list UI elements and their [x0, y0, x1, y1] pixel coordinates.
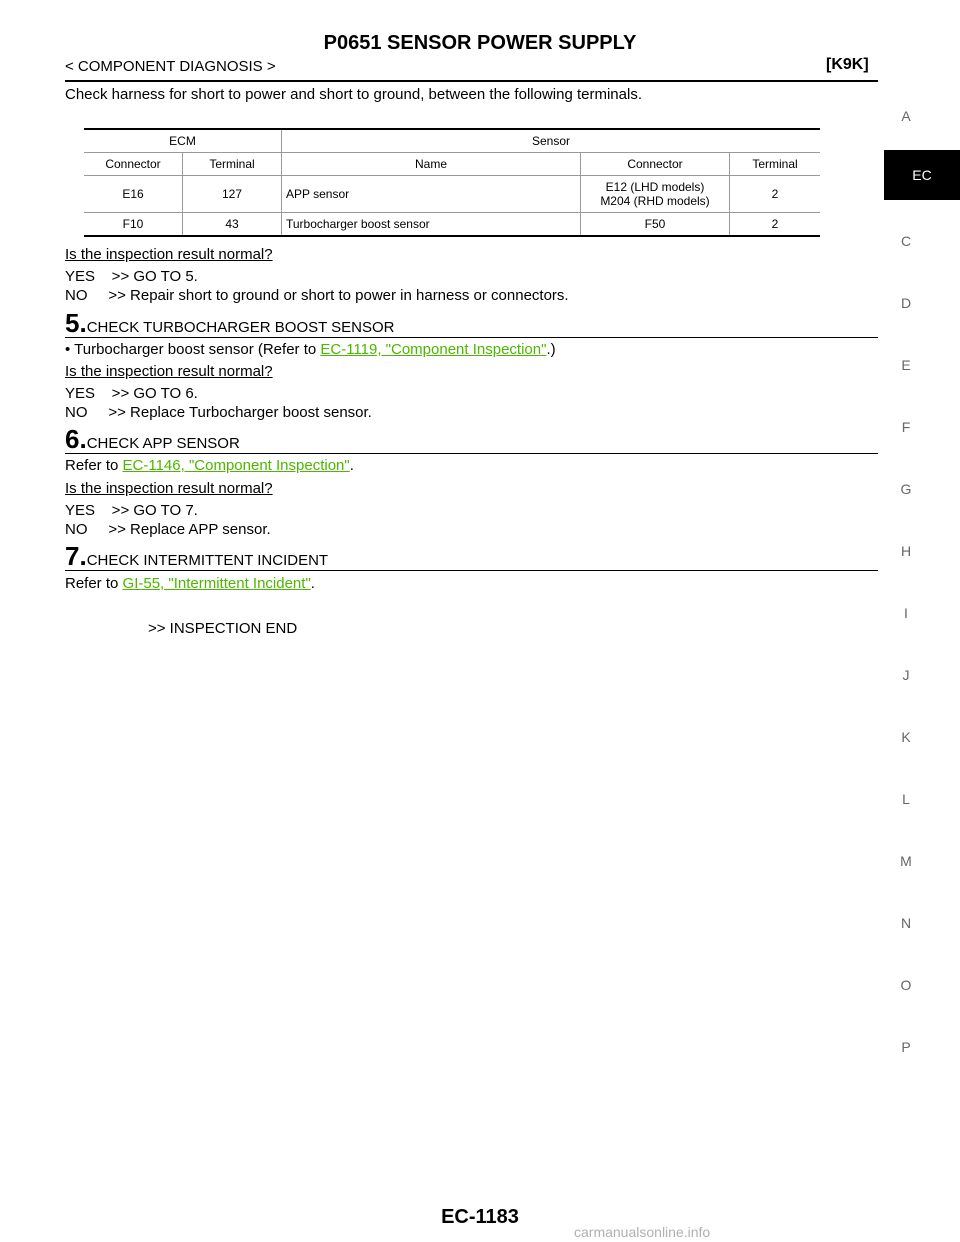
col-header: Terminal	[729, 152, 820, 176]
table-cell: F10	[84, 212, 183, 237]
step5-bullet-suffix: .)	[546, 341, 556, 358]
group-header-ecm: ECM	[84, 128, 282, 153]
step5-bullet: • Turbocharger boost sensor (Refer to EC…	[65, 341, 556, 358]
table-cell: E16	[84, 175, 183, 213]
intro-text: Check harness for short to power and sho…	[65, 86, 642, 103]
side-tab-f[interactable]: F	[901, 419, 911, 435]
page-number: EC-1183	[441, 1206, 519, 1228]
terminal-table: ECM Sensor Connector Terminal Name Conne…	[84, 128, 820, 237]
step5-yes: YES >> GO TO 6.	[65, 385, 198, 402]
step5-rule	[65, 337, 878, 338]
step6-number: 6.	[65, 424, 87, 454]
step4-question: Is the inspection result normal?	[65, 246, 273, 263]
step4-yes: YES >> GO TO 5.	[65, 268, 198, 285]
step7-reference-link[interactable]: GI-55, "Intermittent Incident"	[122, 575, 311, 592]
step7-heading: 7.CHECK INTERMITTENT INCIDENT	[65, 541, 328, 572]
col-header: Connector	[580, 152, 730, 176]
step7-prefix: Refer to	[65, 575, 123, 592]
side-tab-p[interactable]: P	[901, 1039, 911, 1055]
side-tab-e[interactable]: E	[901, 357, 911, 373]
step5-bullet-prefix: • Turbocharger boost sensor (Refer to	[65, 341, 321, 358]
step5-no: NO >> Replace Turbocharger boost sensor.	[65, 404, 372, 421]
step7-refer: Refer to GI-55, "Intermittent Incident".	[65, 575, 315, 592]
step6-rule	[65, 453, 878, 454]
step6-prefix: Refer to	[65, 457, 123, 474]
table-row: F10 43 Turbocharger boost sensor F50 2	[84, 212, 820, 237]
step6-title: CHECK APP SENSOR	[86, 435, 240, 452]
table-cell: E12 (LHD models) M204 (RHD models)	[580, 175, 730, 213]
step6-yes: YES >> GO TO 7.	[65, 502, 198, 519]
side-tab-d[interactable]: D	[900, 295, 912, 311]
col-header: Connector	[84, 152, 183, 176]
step7-number: 7.	[65, 541, 87, 571]
side-tab-h[interactable]: H	[900, 543, 912, 559]
step6-refer: Refer to EC-1146, "Component Inspection"…	[65, 457, 354, 474]
side-tab-k[interactable]: K	[901, 729, 911, 745]
side-tab-n[interactable]: N	[900, 915, 912, 931]
watermark: carmanualsonline.info	[574, 1224, 711, 1240]
model-code: [K9K]	[826, 56, 869, 73]
side-tab-l[interactable]: L	[902, 791, 910, 807]
step6-heading: 6.CHECK APP SENSOR	[65, 424, 240, 455]
step6-question: Is the inspection result normal?	[65, 480, 273, 497]
side-tab-ec-active[interactable]: EC	[884, 150, 960, 200]
section-label: < COMPONENT DIAGNOSIS >	[65, 58, 276, 75]
side-tab-j[interactable]: J	[902, 667, 910, 683]
side-tab-g[interactable]: G	[900, 481, 912, 497]
col-header: Name	[281, 152, 581, 176]
side-tab-m[interactable]: M	[900, 853, 912, 869]
side-tab-i[interactable]: I	[904, 605, 908, 621]
table-cell: F50	[580, 212, 730, 237]
step4-no: NO >> Repair short to ground or short to…	[65, 287, 569, 304]
side-tab-o[interactable]: O	[900, 977, 912, 993]
table-group-header-row: ECM Sensor	[84, 128, 820, 153]
step5-reference-link[interactable]: EC-1119, "Component Inspection"	[320, 341, 547, 358]
table-row: E16 127 APP sensor E12 (LHD models) M204…	[84, 175, 820, 213]
side-tab-c[interactable]: C	[900, 233, 912, 249]
group-header-sensor: Sensor	[281, 128, 820, 153]
step5-question: Is the inspection result normal?	[65, 363, 273, 380]
table-cell: 43	[182, 212, 282, 237]
step7-title: CHECK INTERMITTENT INCIDENT	[86, 552, 329, 569]
step5-number: 5.	[65, 308, 87, 338]
table-cell: 127	[182, 175, 282, 213]
table-cell: APP sensor	[281, 175, 581, 213]
side-tab-a[interactable]: A	[901, 108, 911, 124]
step5-title: CHECK TURBOCHARGER BOOST SENSOR	[86, 319, 395, 336]
step7-suffix: .	[310, 575, 315, 592]
table-cell: 2	[729, 212, 820, 237]
step6-no: NO >> Replace APP sensor.	[65, 521, 271, 538]
table-cell: 2	[729, 175, 820, 213]
step6-suffix: .	[349, 457, 354, 474]
table-cell: Turbocharger boost sensor	[281, 212, 581, 237]
step5-heading: 5.CHECK TURBOCHARGER BOOST SENSOR	[65, 308, 395, 339]
page-title: P0651 SENSOR POWER SUPPLY	[323, 32, 637, 54]
table-column-header-row: Connector Terminal Name Connector Termin…	[84, 152, 820, 176]
header-rule	[65, 80, 878, 82]
step6-reference-link[interactable]: EC-1146, "Component Inspection"	[122, 457, 350, 474]
col-header: Terminal	[182, 152, 282, 176]
step7-end: >> INSPECTION END	[148, 620, 298, 637]
step7-rule	[65, 570, 878, 571]
